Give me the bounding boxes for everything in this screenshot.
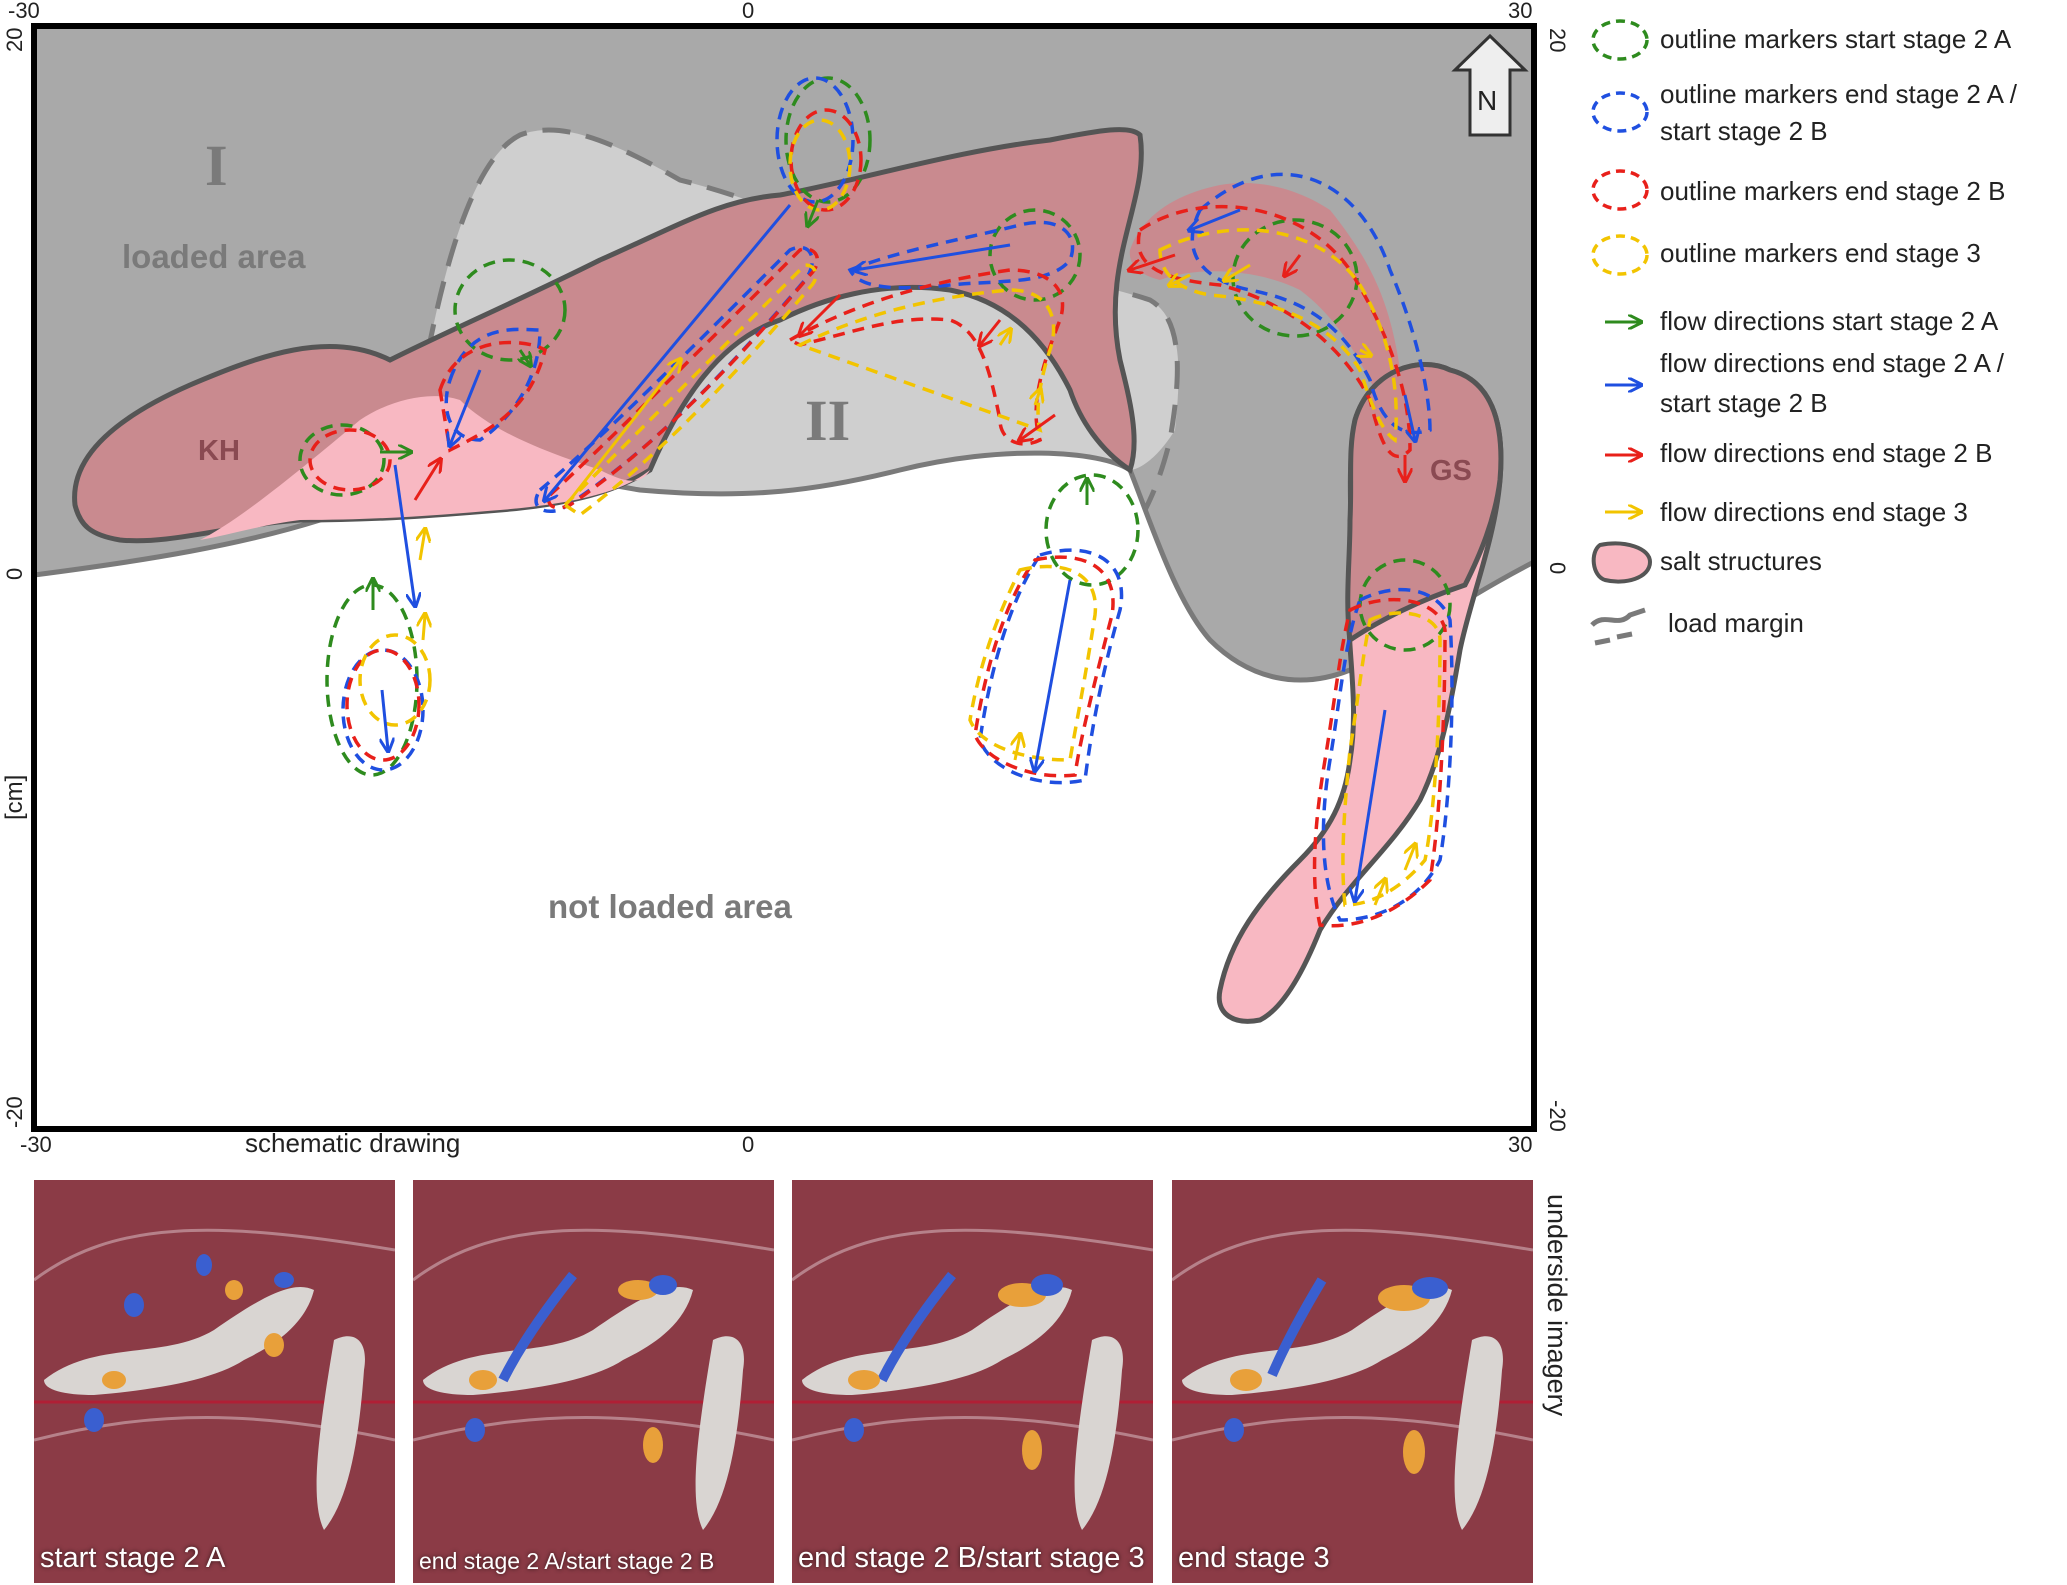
underside-imagery-label-wrap: underside imagery [1542,1194,1572,1417]
zone-1-label: I [205,133,228,198]
photo-render [413,1180,774,1583]
legend-item-flow-start-2a: flow directions start stage 2 A [1605,306,1999,336]
north-arrow-icon: N [1451,33,1529,137]
left-tick-bottom: -20 [2,1096,27,1128]
bottom-tick-right: 30 [1508,1132,1532,1157]
legend-item-end-2b: outline markers end stage 2 B [1591,169,2005,211]
map-area: I II loaded area not loaded area KH GS N [34,26,1534,1129]
bottom-tick-left: -30 [20,1132,52,1157]
unit-label: [cm] [1,775,28,820]
legend-item-start-2a: outline markers start stage 2 A [1591,19,2012,61]
legend-item-load-margin: load margin [1590,607,1804,646]
legend-item-end-3: outline markers end stage 3 [1591,234,1981,276]
salt-structure-gs-dark [1345,361,1504,645]
salt-structure-middle [1129,182,1405,413]
dashed-outline-green-icon [1591,19,1649,61]
legend-label: outline markers end stage 2 B [1660,176,2005,206]
bottom-tick-center: 0 [742,1132,754,1157]
axis-ticks: -30 0 30 -30 0 30 20 0 -20 20 0 -20 [2,0,1570,1157]
underside-photo-1: start stage 2 A [34,1180,395,1583]
left-tick-top: 20 [2,28,27,52]
legend-item-end-2a: outline markers end stage 2 A / start st… [1591,79,2018,146]
gs-label: GS [1430,455,1472,487]
photo-render [34,1180,395,1583]
photo-render [792,1180,1153,1583]
legend-label: flow directions start stage 2 A [1660,306,1999,336]
legend-label: flow directions end stage 2 A / [1660,348,2005,378]
schematic-caption: schematic drawing [245,1128,460,1158]
photo-render [1172,1180,1533,1583]
underside-photo-3: end stage 2 B/start stage 3 [792,1180,1153,1583]
top-tick-left: -30 [8,0,40,23]
not-loaded-area-label: not loaded area [548,888,793,925]
photo-caption: start stage 2 A [40,1542,226,1574]
photo-caption: end stage 3 [1178,1542,1330,1574]
legend-item-flow-end-2a: flow directions end stage 2 A / start st… [1605,348,2005,418]
map-frame [31,23,1537,1132]
left-tick-middle: 0 [2,568,27,580]
right-tick-top: 20 [1545,28,1570,52]
right-tick-bottom: -20 [1545,1100,1570,1132]
marker-outlines [298,76,1454,928]
legend: outline markers start stage 2 A outline … [1590,19,2018,646]
flow-arrows [373,199,1415,906]
dashed-outline-blue-icon [1591,91,1649,133]
load-margin-dashed-icon [1594,631,1633,646]
underside-photo-4: end stage 3 [1172,1180,1533,1583]
photo-caption: end stage 2 A/start stage 2 B [419,1548,715,1574]
top-tick-center: 0 [742,0,754,23]
photo-caption: end stage 2 B/start stage 3 [798,1542,1145,1574]
legend-label: outline markers end stage 3 [1660,238,1981,268]
legend-item-flow-end-3: flow directions end stage 3 [1605,497,1968,527]
legend-label: load margin [1668,608,1804,638]
underside-photo-2: end stage 2 A/start stage 2 B [413,1180,774,1583]
dashed-outline-yellow-icon [1591,234,1649,276]
loaded-area-label: loaded area [122,238,306,275]
legend-item-flow-end-2b: flow directions end stage 2 B [1605,438,1992,468]
zone-2-label: II [805,388,850,453]
legend-label: salt structures [1660,546,1822,576]
top-tick-right: 30 [1508,0,1532,23]
north-label: N [1477,85,1497,116]
legend-label: flow directions end stage 2 B [1660,438,1992,468]
right-tick-middle: 0 [1545,562,1570,574]
underside-imagery-label: underside imagery [1542,1194,1572,1417]
legend-label: outline markers start stage 2 A [1660,24,2012,54]
legend-label-line2: start stage 2 B [1660,388,1828,418]
legend-label: flow directions end stage 3 [1660,497,1968,527]
legend-label: outline markers end stage 2 A / [1660,79,2018,109]
salt-structure-swatch-icon [1591,541,1653,584]
kh-label: KH [198,435,240,467]
legend-label-line2: start stage 2 B [1660,116,1828,146]
dashed-outline-red-icon [1591,169,1649,211]
legend-item-salt: salt structures [1591,541,1822,584]
load-margin-line-icon [1590,607,1646,627]
